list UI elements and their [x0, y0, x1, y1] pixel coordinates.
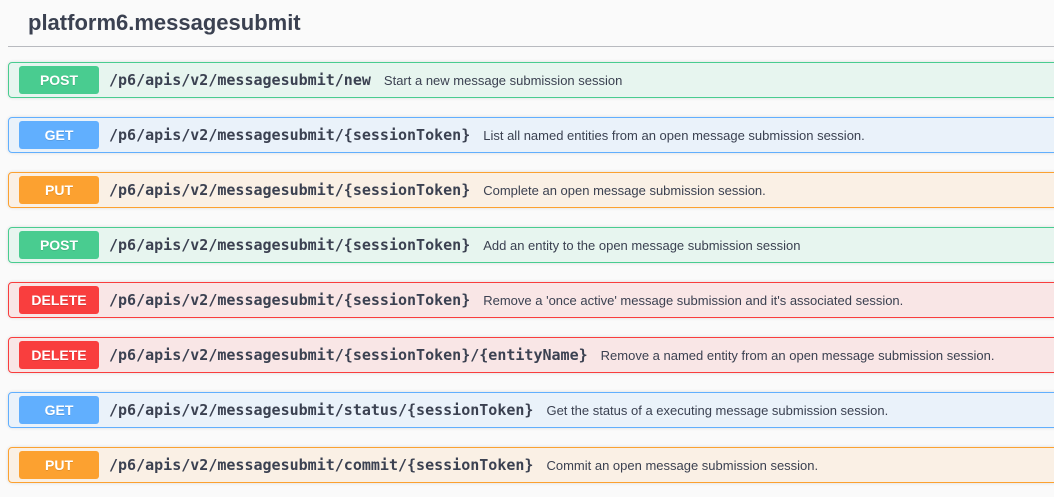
- operation-row[interactable]: GET /p6/apis/v2/messagesubmit/status/{se…: [8, 392, 1054, 428]
- operation-path: /p6/apis/v2/messagesubmit/{sessionToken}: [109, 126, 471, 144]
- method-badge: GET: [19, 121, 99, 149]
- operation-row[interactable]: POST /p6/apis/v2/messagesubmit/new Start…: [8, 62, 1054, 98]
- operation-description: Add an entity to the open message submis…: [483, 237, 801, 253]
- operation-path: /p6/apis/v2/messagesubmit/{sessionToken}: [109, 181, 471, 199]
- operation-row[interactable]: POST /p6/apis/v2/messagesubmit/{sessionT…: [8, 227, 1054, 263]
- operation-description: Get the status of a executing message su…: [546, 402, 889, 418]
- method-badge: POST: [19, 231, 99, 259]
- method-badge: POST: [19, 66, 99, 94]
- method-badge: DELETE: [19, 286, 99, 314]
- operation-row[interactable]: DELETE /p6/apis/v2/messagesubmit/{sessio…: [8, 337, 1054, 373]
- method-badge: PUT: [19, 451, 99, 479]
- operation-path: /p6/apis/v2/messagesubmit/new: [109, 71, 371, 89]
- operation-description: Remove a named entity from an open messa…: [600, 347, 995, 363]
- operations-list: POST /p6/apis/v2/messagesubmit/new Start…: [0, 47, 1054, 483]
- operation-path: /p6/apis/v2/messagesubmit/commit/{sessio…: [109, 456, 534, 474]
- operation-path: /p6/apis/v2/messagesubmit/status/{sessio…: [109, 401, 534, 419]
- method-badge: PUT: [19, 176, 99, 204]
- operation-row[interactable]: DELETE /p6/apis/v2/messagesubmit/{sessio…: [8, 282, 1054, 318]
- operation-path: /p6/apis/v2/messagesubmit/{sessionToken}: [109, 291, 471, 309]
- operation-description: Complete an open message submission sess…: [483, 182, 766, 198]
- operation-description: Remove a 'once active' message submissio…: [483, 292, 904, 308]
- operation-row[interactable]: PUT /p6/apis/v2/messagesubmit/commit/{se…: [8, 447, 1054, 483]
- method-badge: DELETE: [19, 341, 99, 369]
- tag-header: platform6.messagesubmit: [8, 10, 1054, 47]
- operation-row[interactable]: PUT /p6/apis/v2/messagesubmit/{sessionTo…: [8, 172, 1054, 208]
- operation-description: Commit an open message submission sessio…: [546, 457, 819, 473]
- operation-path: /p6/apis/v2/messagesubmit/{sessionToken}…: [109, 346, 588, 364]
- operation-description: List all named entities from an open mes…: [483, 127, 865, 143]
- method-badge: GET: [19, 396, 99, 424]
- api-tag-section: platform6.messagesubmit POST /p6/apis/v2…: [0, 10, 1054, 483]
- operation-row[interactable]: GET /p6/apis/v2/messagesubmit/{sessionTo…: [8, 117, 1054, 153]
- operation-description: Start a new message submission session: [383, 72, 623, 88]
- operation-path: /p6/apis/v2/messagesubmit/{sessionToken}: [109, 236, 471, 254]
- page-title: platform6.messagesubmit: [28, 10, 301, 35]
